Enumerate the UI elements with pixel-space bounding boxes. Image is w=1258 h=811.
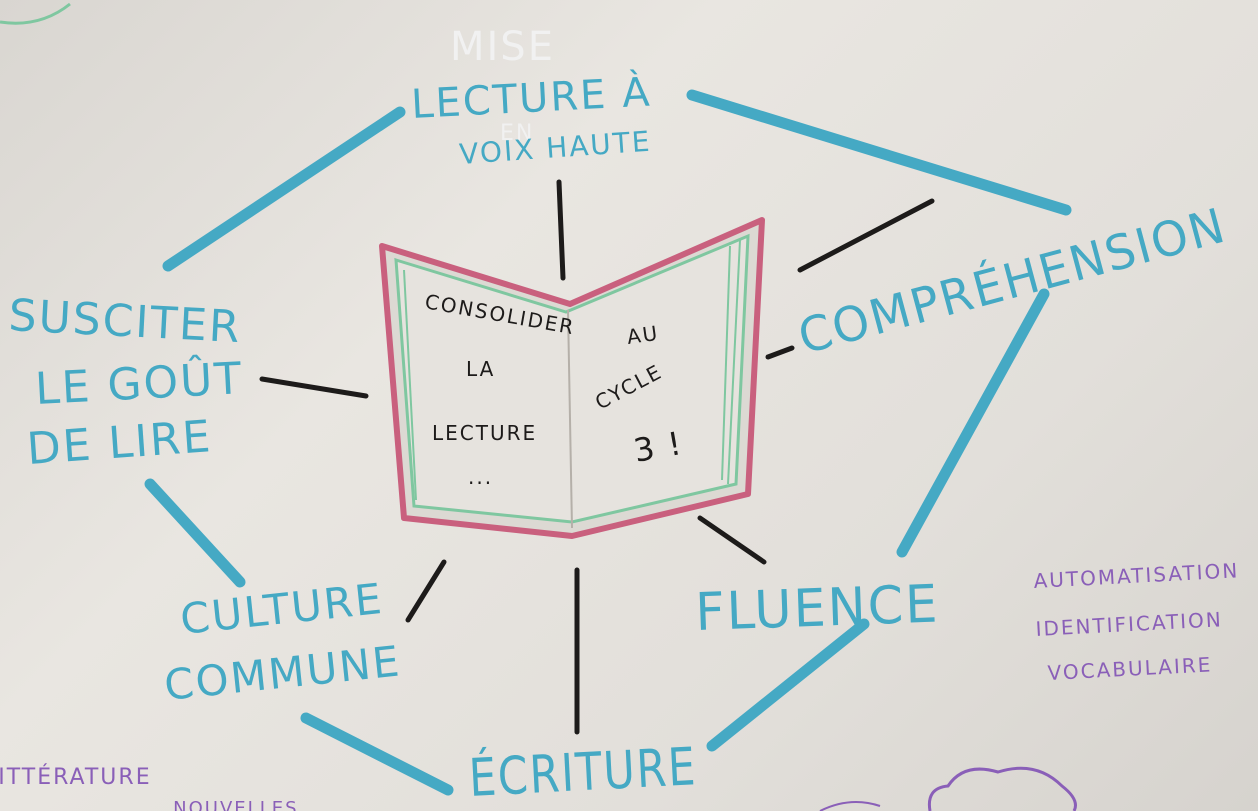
node-lecture-line-2: VOIX HAUTE	[458, 125, 652, 171]
book-drawing: CONSOLIDER LA LECTURE ... AU CYCLE 3 !	[379, 217, 765, 539]
node-culture: CULTURE COMMUNE	[162, 574, 403, 710]
fluence-note-1: AUTOMATISATION	[1033, 558, 1240, 593]
book-spine	[567, 309, 573, 529]
book-right-line-3: 3 !	[631, 424, 686, 470]
spoke-lecture	[556, 179, 566, 281]
bottom-left-note-2: ...NOUVELLES	[150, 798, 299, 811]
node-culture-line-2: COMMUNE	[162, 636, 403, 710]
center-spokes	[259, 179, 935, 735]
connector-culture-ecriture	[300, 712, 454, 796]
node-fluence: FLUENCE	[694, 575, 940, 643]
node-susciter-line-1: SUSCITER	[7, 290, 242, 353]
node-susciter: SUSCITER LE GOÛT DE LIRE	[7, 290, 244, 475]
fluence-note-3: VOCABULAIRE	[1047, 652, 1213, 685]
cloud-doodle	[927, 766, 1077, 811]
doodle-bottom	[819, 801, 881, 811]
spoke-culture	[405, 559, 447, 623]
book-left-line-4: ...	[468, 465, 493, 489]
node-lecture-en: EN	[500, 121, 534, 146]
fluence-note-2: IDENTIFICATION	[1035, 607, 1223, 641]
page-edge-left	[403, 269, 417, 501]
node-susciter-line-2: LE GOÛT	[34, 351, 245, 415]
connector-susciter-culture	[144, 478, 246, 588]
book-right-line-1: AU	[625, 321, 660, 349]
node-susciter-line-3: DE LIRE	[25, 411, 214, 475]
node-comprehension: COMPRÉHENSION	[792, 197, 1232, 366]
connector-ecriture-fluence	[706, 618, 870, 752]
book-left-line-2: LA	[466, 357, 495, 381]
connector-comprehension-fluence	[896, 288, 1050, 558]
spoke-comprehension	[797, 198, 935, 273]
node-culture-line-1: CULTURE	[178, 574, 386, 644]
connector-lecture-susciter	[162, 106, 406, 272]
book-left-line-3: LECTURE	[432, 421, 537, 445]
node-ecriture: ÉCRITURE	[467, 736, 698, 809]
node-lecture-mise: MISE	[450, 24, 555, 70]
page-edge-right	[721, 245, 731, 481]
spoke-fluence	[697, 515, 767, 565]
bottom-left-note-1: LITTÉRATURE	[0, 764, 152, 790]
book-pages	[394, 233, 750, 524]
outer-connections	[144, 89, 1072, 796]
node-lecture-voix-haute: MISE LECTURE À EN VOIX HAUTE	[410, 24, 653, 171]
connector-lecture-comprehension	[686, 89, 1072, 216]
bottom-left-notes: LITTÉRATURE ...NOUVELLES	[0, 764, 299, 811]
node-lecture-line-1: LECTURE À	[410, 67, 653, 128]
page-edge-right-2	[727, 239, 741, 485]
spoke-comprehension-short	[765, 345, 795, 360]
fluence-notes: AUTOMATISATION IDENTIFICATION VOCABULAIR…	[1033, 558, 1240, 685]
doodle-top-left	[0, 2, 71, 25]
spoke-susciter	[259, 376, 369, 399]
